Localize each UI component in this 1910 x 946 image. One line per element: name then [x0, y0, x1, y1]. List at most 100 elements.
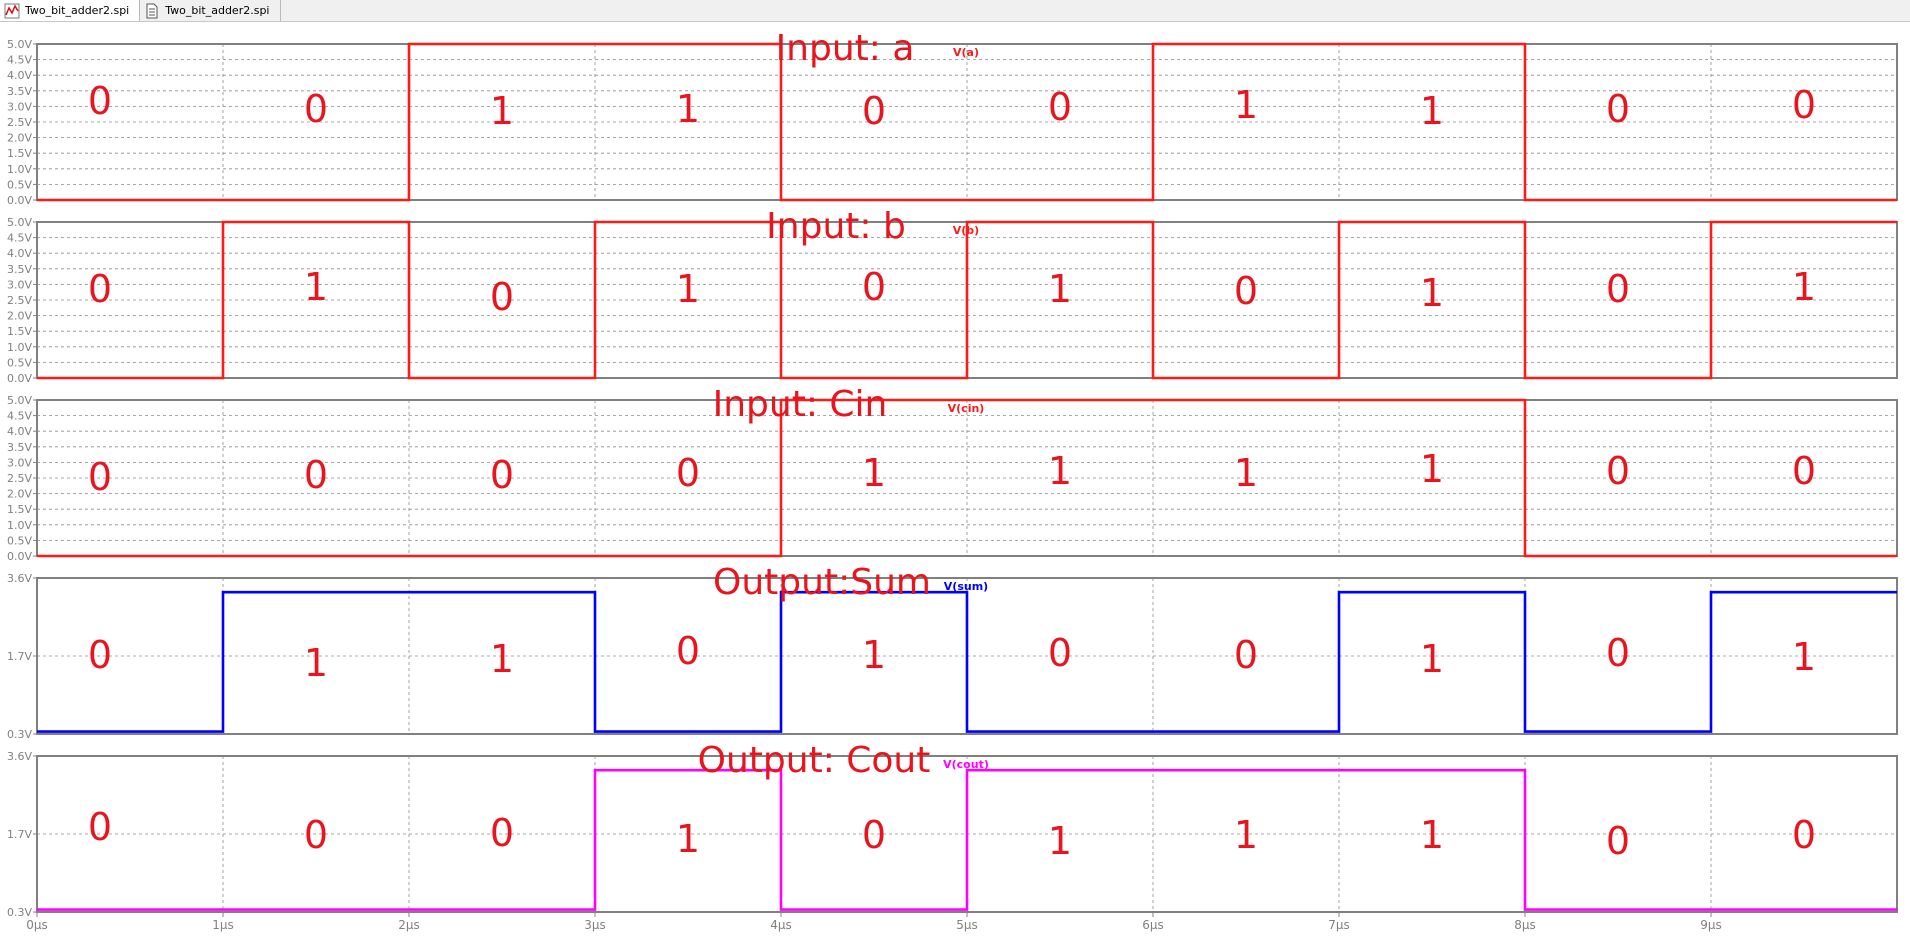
y-tick-label: 2.0V [7, 132, 32, 145]
bit-label: 1 [676, 267, 700, 311]
bit-label: 0 [1792, 449, 1816, 493]
y-tick-label: 4.5V [7, 54, 32, 67]
bit-label: 0 [490, 275, 514, 319]
waveform-trace-sum [37, 590, 1897, 733]
y-tick-label: 3.6V [7, 572, 32, 585]
y-tick-label: 1.5V [7, 325, 32, 338]
bit-label: 0 [88, 267, 112, 311]
bit-label: 1 [1420, 813, 1444, 857]
bit-label: 0 [88, 633, 112, 677]
trace-label-cin[interactable]: V(cin) [948, 402, 985, 415]
bit-label: 1 [1048, 819, 1072, 863]
y-tick-label: 5.0V [7, 38, 32, 51]
y-tick-label: 3.5V [7, 441, 32, 454]
y-tick-label: 1.5V [7, 147, 32, 160]
trace-label-cout[interactable]: V(cout) [943, 758, 989, 771]
pane-cin[interactable]: 5.0V4.5V4.0V3.5V3.0V2.5V2.0V1.5V1.0V0.5V… [7, 384, 1898, 563]
y-tick-label: 1.5V [7, 503, 32, 516]
waveform-trace-a [37, 42, 1897, 202]
y-tick-label: 3.5V [7, 263, 32, 276]
bit-label: 0 [1234, 269, 1258, 313]
bit-label: 1 [1792, 635, 1816, 679]
y-tick-label: 4.0V [7, 69, 32, 82]
y-tick-label: 2.5V [7, 116, 32, 129]
bit-label: 1 [676, 817, 700, 861]
waveform-plot-area[interactable]: 5.0V 4.5V 4.0V 3.5V 3.0V 2.5V 2.0V 1.5V 1.0V 0.5V… [0, 22, 1910, 946]
tab-netlist[interactable]: Two_bit_adder2.spi [140, 0, 281, 21]
trace-label-a[interactable]: V(a) [953, 46, 979, 59]
bit-label: 0 [1792, 813, 1816, 857]
waveform-trace-b [37, 220, 1897, 380]
tab-label: Two_bit_adder2.spi [25, 4, 130, 17]
bit-label: 0 [1606, 631, 1630, 675]
bit-label: 1 [490, 637, 514, 681]
y-tick-label: 4.0V [7, 247, 32, 260]
bit-label: 0 [304, 813, 328, 857]
y-tick-label: 3.0V [7, 278, 32, 291]
bit-label: 0 [862, 265, 886, 309]
tab-bar: Two_bit_adder2.spi Two_bit_adder2.spi [0, 0, 1910, 22]
bit-label: 0 [1048, 631, 1072, 675]
pane-a[interactable]: 5.0V4.5V4.0V3.5V3.0V2.5V2.0V1.5V1.0V0.5V… [7, 28, 1898, 207]
tab-label: Two_bit_adder2.spi [165, 4, 270, 17]
bit-label: 0 [1606, 819, 1630, 863]
x-tick-label: 9µs [1700, 918, 1722, 932]
bit-label: 1 [1420, 271, 1444, 315]
bit-label: 1 [490, 89, 514, 133]
bit-label: 0 [1234, 633, 1258, 677]
bit-label: 1 [1792, 265, 1816, 309]
y-tick-label: 2.5V [7, 294, 32, 307]
annotation-title-b: Input: b [766, 206, 906, 247]
bit-label: 0 [1606, 267, 1630, 311]
waveform-icon [4, 3, 20, 19]
y-tick-label: 1.7V [7, 650, 32, 663]
x-tick-label: 1µs [212, 918, 234, 932]
tab-waveform[interactable]: Two_bit_adder2.spi [0, 0, 141, 21]
trace-label-b[interactable]: V(b) [953, 224, 979, 237]
x-tick-label: 5µs [956, 918, 978, 932]
bit-label: 0 [88, 805, 112, 849]
y-tick-label: 1.0V [7, 519, 32, 532]
x-tick-label: 0µs [26, 918, 48, 932]
bit-label: 0 [304, 453, 328, 497]
y-tick-label: 2.5V [7, 472, 32, 485]
bit-label: 0 [676, 629, 700, 673]
bit-label: 0 [862, 89, 886, 133]
bit-label: 1 [1420, 447, 1444, 491]
bit-label: 0 [1792, 83, 1816, 127]
bit-label: 1 [1234, 83, 1258, 127]
bit-label: 1 [1048, 449, 1072, 493]
y-tick-label: 3.0V [7, 100, 32, 113]
y-tick-label: 5.0V [7, 394, 32, 407]
netlist-document-icon [144, 3, 160, 19]
x-tick-label: 6µs [1142, 918, 1164, 932]
y-tick-label: 4.5V [7, 410, 32, 423]
bit-label: 1 [304, 641, 328, 685]
bit-label: 1 [862, 633, 886, 677]
bit-label: 0 [490, 453, 514, 497]
y-tick-label: 0.3V [7, 906, 32, 919]
trace-label-sum[interactable]: V(sum) [944, 580, 988, 593]
bit-label: 1 [1420, 637, 1444, 681]
bit-label: 0 [862, 813, 886, 857]
bit-label: 1 [1234, 813, 1258, 857]
bit-label: 1 [676, 87, 700, 131]
annotation-title-sum: Output:Sum [713, 562, 931, 603]
y-tick-label: 1.0V [7, 341, 32, 354]
bit-label: 0 [1606, 87, 1630, 131]
bit-label: 0 [88, 455, 112, 499]
y-tick-label: 3.5V [7, 85, 32, 98]
bit-label: 0 [676, 451, 700, 495]
bit-label: 1 [1420, 89, 1444, 133]
pane-b[interactable]: 5.0V4.5V4.0V3.5V3.0V2.5V2.0V1.5V1.0V0.5V… [7, 206, 1898, 385]
y-tick-label: 0.5V [7, 356, 32, 369]
y-tick-label: 3.0V [7, 456, 32, 469]
annotation-title-cout: Output: Cout [698, 740, 931, 781]
x-tick-label: 2µs [398, 918, 420, 932]
y-tick-label: 0.0V [7, 550, 32, 563]
x-tick-label: 4µs [770, 918, 792, 932]
bit-label: 1 [1234, 451, 1258, 495]
